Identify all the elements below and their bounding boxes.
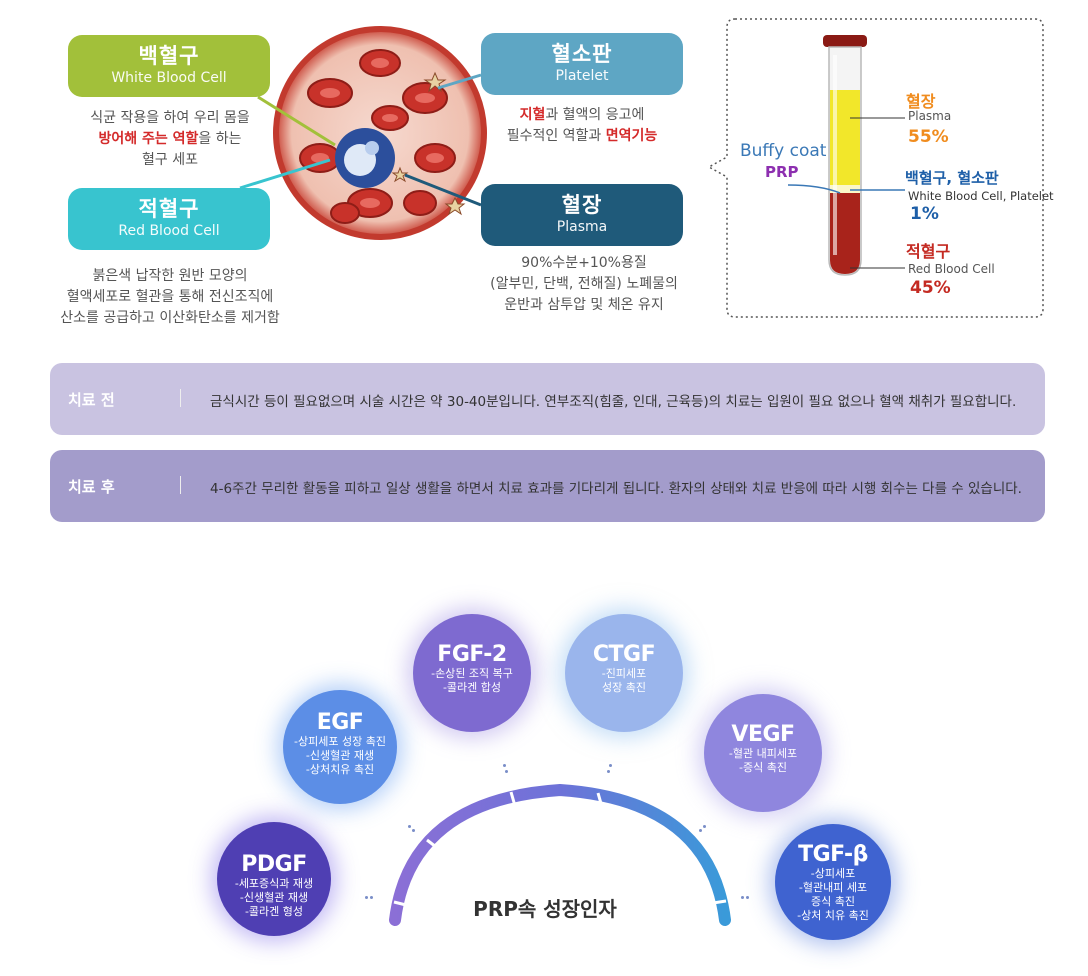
arc-dot bbox=[408, 825, 411, 828]
arc-dot bbox=[741, 896, 744, 899]
egf-title: EGF bbox=[316, 710, 364, 735]
before-separator bbox=[180, 389, 181, 407]
after-label: 치료 후 bbox=[68, 478, 115, 496]
tube-leader-lines bbox=[787, 117, 905, 269]
before-treatment-bar: 치료 전 금식시간 등이 필요없으며 시술 시간은 약 30-40분입니다. 연… bbox=[50, 363, 1045, 435]
rbc-tube-en: Red Blood Cell bbox=[908, 262, 995, 276]
tgf-circle: TGF-β -상피세포 -혈관내피 세포 증식 촉진 -상처 치유 촉진 bbox=[775, 824, 891, 940]
wbc-percent: 1% bbox=[910, 204, 939, 224]
arc-dot bbox=[609, 764, 612, 767]
arc-dot bbox=[365, 896, 368, 899]
plasma-subtitle: Plasma bbox=[556, 219, 608, 235]
arc-dot bbox=[703, 825, 706, 828]
wbc-title: 백혈구 bbox=[138, 44, 200, 68]
plasma-label: 혈장 Plasma bbox=[481, 184, 683, 246]
platelet-label: 혈소판 Platelet bbox=[481, 33, 683, 95]
rbc-percent: 45% bbox=[910, 278, 951, 298]
wbc-description: 식균 작용을 하여 우리 몸을 방어해 주는 역할을 하는 혈구 세포 bbox=[90, 110, 250, 168]
growth-factor-arc bbox=[389, 783, 731, 926]
arc-dot bbox=[607, 770, 610, 773]
arc-dot bbox=[370, 896, 373, 899]
test-tube-icon bbox=[823, 35, 867, 276]
vegf-circle: VEGF -혈관 내피세포 -증식 촉진 bbox=[704, 694, 822, 812]
growth-factor-center-title: PRP속 성장인자 bbox=[473, 897, 617, 921]
platelet-subtitle: Platelet bbox=[555, 68, 609, 84]
vegf-title: VEGF bbox=[731, 722, 795, 747]
before-text: 금식시간 등이 필요없으며 시술 시간은 약 30-40분입니다. 연부조직(힘… bbox=[210, 394, 1017, 410]
tgf-title: TGF-β bbox=[798, 842, 868, 867]
plasma-tube-ko: 혈장 bbox=[906, 92, 936, 111]
egf-circle: EGF -상피세포 성장 촉진 -신생혈관 재생 -상처치유 촉진 bbox=[283, 690, 397, 804]
ctgf-title: CTGF bbox=[592, 642, 656, 667]
rbc-label: 적혈구 Red Blood Cell bbox=[68, 188, 270, 250]
arc-dot bbox=[503, 764, 506, 767]
arc-dot bbox=[746, 896, 749, 899]
blood-cell-illustration bbox=[273, 26, 487, 240]
after-separator bbox=[180, 476, 181, 494]
connector-lines bbox=[239, 73, 482, 207]
wbc-tube-en: White Blood Cell, Platelet bbox=[908, 189, 1054, 203]
plasma-percent: 55% bbox=[908, 127, 949, 147]
before-label: 치료 전 bbox=[68, 391, 115, 409]
plasma-description: 90%수분+10%용질 (알부민, 단백, 전해질) 노폐물의 운반과 삼투압 … bbox=[490, 255, 678, 313]
buffy-coat-label: Buffy coat bbox=[740, 141, 827, 161]
rbc-subtitle: Red Blood Cell bbox=[118, 223, 220, 239]
fgf-title: FGF-2 bbox=[437, 642, 507, 667]
wbc-label: 백혈구 White Blood Cell bbox=[68, 35, 270, 97]
rbc-description: 붉은색 납작한 원반 모양의 혈액세포로 혈관을 통해 전신조직에 산소를 공급… bbox=[60, 268, 280, 326]
wbc-tube-ko: 백혈구, 혈소판 bbox=[905, 169, 999, 187]
plasma-title: 혈장 bbox=[561, 193, 603, 217]
rbc-tube-ko: 적혈구 bbox=[906, 242, 951, 261]
after-treatment-bar: 치료 후 4-6주간 무리한 활동을 피하고 일상 생활을 하면서 치료 효과를… bbox=[50, 450, 1045, 522]
platelet-title: 혈소판 bbox=[551, 42, 613, 66]
pdgf-title: PDGF bbox=[241, 852, 307, 877]
after-text: 4-6주간 무리한 활동을 피하고 일상 생활을 하면서 치료 효과를 기다리게… bbox=[210, 481, 1022, 497]
pdgf-circle: PDGF -세포증식과 재생 -신생혈관 재생 -콜라겐 형성 bbox=[217, 822, 331, 936]
fgf-circle: FGF-2 -손상된 조직 복구 -콜라겐 합성 bbox=[413, 614, 531, 732]
arc-dot bbox=[699, 829, 702, 832]
ctgf-circle: CTGF -진피세포 성장 촉진 bbox=[565, 614, 683, 732]
arc-dot bbox=[505, 770, 508, 773]
rbc-title: 적혈구 bbox=[138, 197, 200, 221]
wbc-subtitle: White Blood Cell bbox=[111, 70, 227, 86]
tube-panel-frame bbox=[707, 18, 1044, 318]
platelet-description: 지혈과 혈액의 응고에 필수적인 역할과 면역기능 bbox=[506, 107, 658, 144]
plasma-tube-en: Plasma bbox=[908, 109, 952, 123]
prp-label: PRP bbox=[765, 163, 799, 181]
arc-dot bbox=[412, 829, 415, 832]
